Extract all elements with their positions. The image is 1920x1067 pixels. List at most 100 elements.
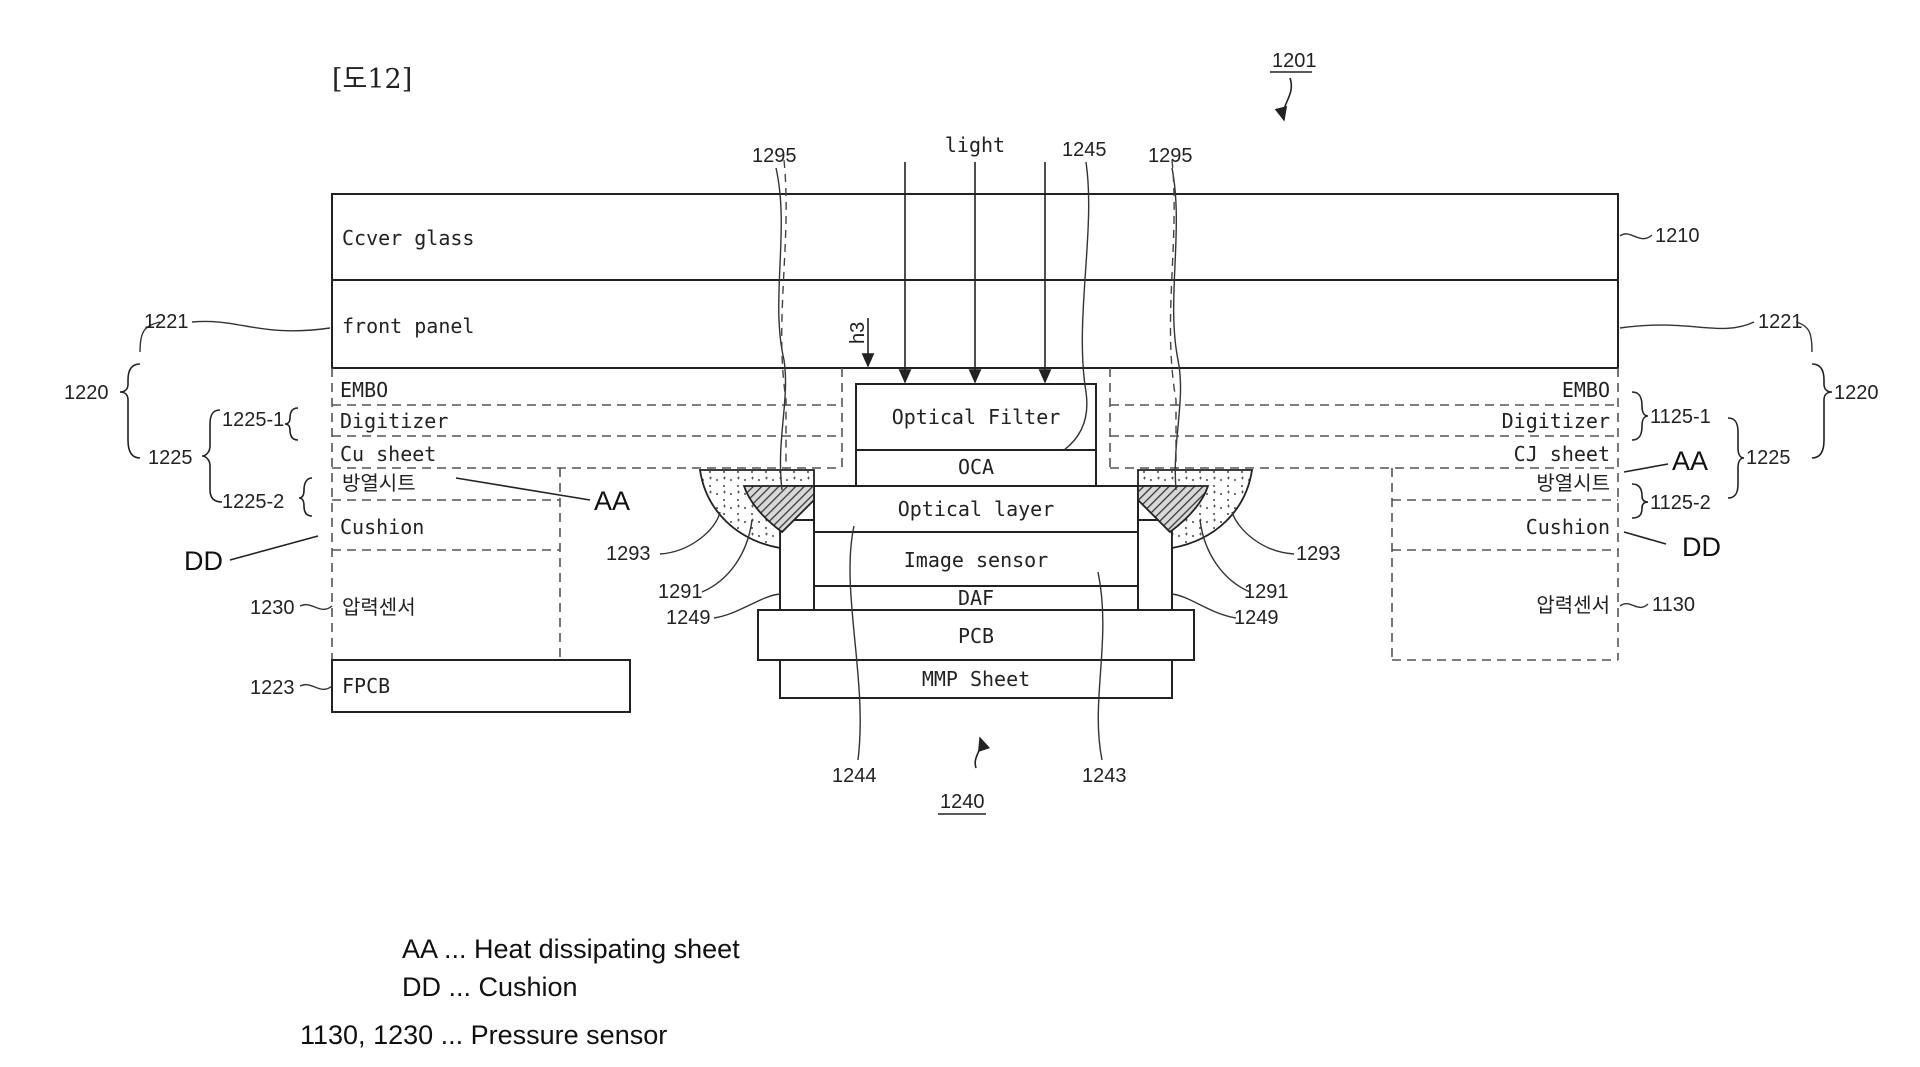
light-label: light	[945, 133, 1005, 157]
brace-1225-2	[298, 477, 313, 517]
legend-dd: DD ... Cushion	[402, 972, 578, 1002]
right-hatched-block	[1137, 485, 1210, 534]
ref-1230-leader	[299, 603, 333, 611]
ref-1249-right: 1249	[1234, 607, 1279, 629]
ref-1295-left-leader	[775, 167, 787, 491]
ref-1249-left-leader	[713, 593, 781, 619]
ref-1223: 1223	[250, 677, 295, 699]
aa-left-callout: AA	[594, 486, 630, 516]
optical-filter-layer	[855, 383, 1097, 451]
dd-right-leader	[1623, 531, 1667, 545]
ref-1225-left: 1225	[148, 447, 193, 469]
ref-1221-left-bracket	[139, 321, 161, 353]
pressure-sensor-right-label: 압력센서	[1536, 594, 1610, 617]
dd-right-callout: DD	[1682, 532, 1721, 562]
brace-1220-right	[1811, 363, 1833, 459]
pcb-label: PCB	[958, 624, 994, 648]
ref-1291-right-leader	[1199, 519, 1251, 593]
oca-layer	[855, 449, 1097, 487]
ref-1291-left: 1291	[658, 581, 703, 603]
ref-1221-right-leader	[1619, 321, 1755, 330]
ref-1210-leader	[1619, 233, 1653, 240]
embo-left-label: EMBO	[340, 378, 388, 402]
right-dashed-leader	[1169, 159, 1177, 470]
ref-1225-1: 1225-1	[222, 409, 284, 431]
ref-1291-right: 1291	[1244, 581, 1289, 603]
daf-label: DAF	[958, 586, 994, 610]
digitizer-right-label: Digitizer	[1502, 409, 1610, 433]
pressure-sensor-left-label: 압력센서	[342, 596, 416, 619]
ref-1221-left: 1221	[144, 311, 189, 333]
embo-right-label: EMBO	[1562, 378, 1610, 402]
ref-1220-left: 1220	[64, 382, 109, 404]
cushion-left-label: Cushion	[340, 515, 424, 539]
aa-left-leader	[455, 477, 591, 501]
ref-1130: 1130	[1652, 594, 1695, 616]
mmp-sheet-label: MMP Sheet	[922, 667, 1030, 691]
ref-1225-2: 1225-2	[222, 491, 284, 513]
optical-layer-label: Optical layer	[898, 497, 1055, 521]
ref-1221-left-leader	[191, 320, 331, 332]
ref-1244-leader	[849, 525, 861, 761]
ref-1130-leader	[1619, 603, 1649, 609]
legend-aa: AA ... Heat dissipating sheet	[402, 934, 740, 964]
ref-1293-left: 1293	[606, 543, 651, 565]
ref-h3: h3	[847, 322, 869, 344]
brace-1225-right	[1727, 417, 1745, 499]
ref-1245: 1245	[1062, 139, 1107, 161]
heat-sheet-left-label: 방열시트	[342, 472, 416, 495]
image-sensor-label: Image sensor	[904, 548, 1049, 572]
ref-1293-right: 1293	[1296, 543, 1341, 565]
fpcb-board	[331, 659, 631, 713]
ref-1221-right: 1221	[1758, 311, 1803, 333]
ref-1291-left-leader	[701, 519, 753, 593]
ref-1240: 1240	[940, 791, 985, 813]
figure-label: [도12]	[332, 64, 412, 95]
ref-1225-right: 1225	[1746, 447, 1791, 469]
fpcb-label: FPCB	[342, 674, 390, 698]
ref-1295-left: 1295	[752, 145, 797, 167]
heat-sheet-right-label: 방열시트	[1536, 472, 1610, 495]
left-dashed-leader	[781, 159, 787, 470]
left-hatched-block	[742, 485, 815, 534]
dd-left-leader	[229, 535, 319, 561]
aa-right-callout: AA	[1672, 446, 1708, 476]
brace-1125-1	[1631, 391, 1649, 441]
ref-1243-leader	[1097, 571, 1104, 761]
cover-glass-label: Ccver glass	[342, 226, 474, 250]
ref-1295-right: 1295	[1148, 145, 1193, 167]
ref-1240-arrow	[974, 736, 991, 769]
ref-1293-right-leader	[1231, 511, 1295, 555]
cushion-right-label: Cushion	[1526, 515, 1610, 539]
ref-1249-left: 1249	[666, 607, 711, 629]
ref-1223-leader	[299, 683, 333, 691]
pcb-layer	[757, 609, 1195, 661]
ref-1221-right-bracket	[1795, 321, 1813, 353]
brace-1225-1	[284, 407, 299, 441]
brace-1220-left	[119, 363, 141, 459]
ref-1249-right-leader	[1171, 593, 1237, 619]
brace-1225-left	[201, 409, 223, 503]
side-wall-left	[779, 519, 815, 611]
cu-sheet-right-label: CJ sheet	[1514, 442, 1610, 466]
ref-1293-left-leader	[659, 511, 721, 555]
ref-1245-leader	[1063, 161, 1090, 451]
ref-1201: 1201	[1272, 50, 1317, 72]
ref-1220-right: 1220	[1834, 382, 1879, 404]
ref-1125-1: 1125-1	[1650, 406, 1711, 428]
optical-filter-label: Optical Filter	[892, 405, 1061, 429]
ref-1125-2: 1125-2	[1650, 492, 1711, 514]
oca-label: OCA	[958, 455, 994, 479]
side-wall-right	[1137, 519, 1173, 611]
front-panel-label: front panel	[342, 314, 474, 338]
ref-1244: 1244	[832, 765, 877, 787]
brace-1125-2	[1631, 483, 1649, 519]
digitizer-left-label: Digitizer	[340, 409, 448, 433]
ref-1201-arrow	[1274, 77, 1293, 122]
legend-pressure: 1130, 1230 ... Pressure sensor	[300, 1020, 667, 1050]
cu-sheet-left-label: Cu sheet	[340, 442, 436, 466]
mmp-sheet-layer	[779, 659, 1173, 699]
aa-right-leader	[1623, 463, 1669, 473]
ref-1243: 1243	[1082, 765, 1127, 787]
